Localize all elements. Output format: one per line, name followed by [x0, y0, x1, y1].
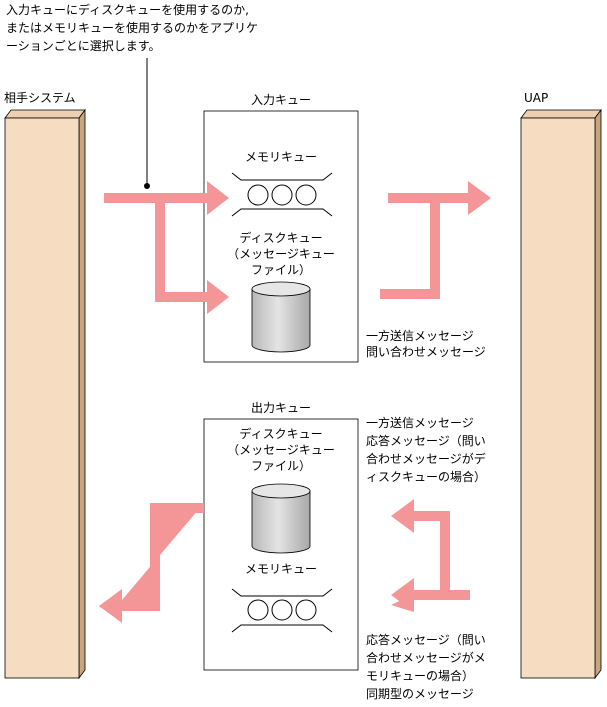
input-disk-queue-label-1: ディスクキュー [239, 231, 323, 245]
uap-to-memory-arrow-head [391, 578, 470, 612]
input-messages-note-line-2: 問い合わせメッセージ [366, 345, 486, 359]
output-disk-note-line-2: 応答メッセージ（問い [366, 434, 486, 448]
input-disk-queue-label-3: ファイル） [250, 263, 311, 277]
callout-text-line-3: ーションごとに選択します。 [6, 39, 161, 53]
output-memory-queue-label: メモリキュー [244, 562, 317, 576]
output-queue-label: 出力キュー [250, 401, 311, 415]
input-memory-queue-label: メモリキュー [244, 150, 317, 164]
input-messages-note-line-1: 一方送信メッセージ [366, 329, 474, 343]
uap-to-disk-arrow [391, 499, 470, 600]
output-disk-queue-cylinder [251, 483, 311, 554]
output-disk-queue-label-2: （メッセージキュー [227, 443, 335, 457]
callout-text-line-2: またはメモリキューを使用するのかをアプリケ [6, 21, 259, 35]
output-disk-queue-label-3: ファイル） [250, 459, 311, 473]
input-branch-arrow [104, 181, 229, 314]
output-memory-note-line-3: モリキューの場合） [366, 669, 475, 683]
input-to-uap-arrow-head [380, 181, 491, 299]
output-disk-note-line-1: 一方送信メッセージ [366, 416, 474, 430]
partner-system-label: 相手システム [4, 91, 76, 105]
output-disk-note-line-3: 合わせメッセージがデ [366, 452, 486, 466]
output-memory-queue-icon [231, 588, 333, 633]
uap-label: UAP [524, 91, 549, 105]
output-memory-note-line-1: 応答メッセージ（問い [366, 633, 486, 647]
output-to-partner-arrow-main [99, 503, 204, 623]
output-disk-note-line-4: ィスクキューの場合） [366, 470, 487, 484]
output-to-partner-arrow [99, 503, 204, 614]
output-memory-note-line-4: 同期型のメッセージ [366, 687, 474, 701]
callout-dot [144, 183, 150, 189]
uap-column [520, 108, 602, 680]
input-queue-label: 入力キュー [250, 93, 311, 107]
partner-system-column [4, 108, 86, 680]
input-disk-queue-label-2: （メッセージキュー [227, 247, 335, 261]
callout-text-line-1: 入力キューにディスクキューを使用するのか, [6, 3, 249, 17]
input-memory-queue-icon [231, 172, 333, 217]
input-disk-queue-cylinder [251, 281, 311, 353]
output-memory-note-line-2: 合わせメッセージがメ [366, 651, 486, 665]
output-disk-queue-label-1: ディスクキュー [239, 427, 323, 441]
